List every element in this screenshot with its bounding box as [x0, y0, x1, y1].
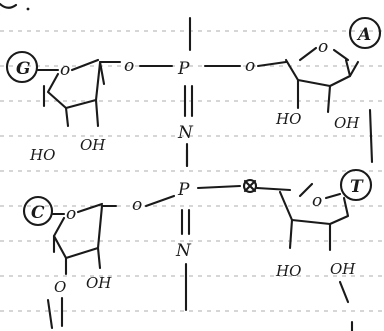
svg-text:OH: OH	[334, 114, 360, 132]
base-a-label: A	[348, 16, 382, 50]
ruled-lines	[0, 30, 384, 312]
bottom-dinucleotide: C o O OH o P	[22, 148, 373, 331]
bottom-nitrogen: N	[175, 241, 192, 312]
svg-text:N: N	[175, 241, 192, 261]
svg-text:o: o	[318, 37, 328, 57]
bottom-phosphate: P	[177, 148, 191, 236]
top-left-ester-link: o	[124, 56, 174, 76]
bottom-left-ester-link: o	[132, 194, 176, 215]
top-left-hydroxyls: HO OH	[29, 136, 106, 164]
top-dinucleotide: G o HO OH o P	[5, 16, 382, 168]
svg-text:C: C	[31, 203, 45, 223]
top-phosphate: P	[177, 16, 194, 118]
top-left-sugar-ring: o	[36, 58, 122, 128]
svg-text:HO: HO	[275, 262, 301, 280]
svg-text:OH: OH	[86, 274, 112, 292]
base-c-label: C	[22, 195, 54, 227]
svg-text:o: o	[66, 204, 76, 224]
svg-text:o: o	[245, 56, 255, 76]
svg-text:N: N	[177, 123, 194, 143]
bottom-right-sugar-ring: o	[278, 182, 350, 252]
svg-text:P: P	[177, 59, 190, 79]
svg-text:HO: HO	[275, 110, 301, 128]
top-nitrogen: N	[177, 123, 194, 168]
svg-text:T: T	[350, 177, 364, 197]
svg-text:o: o	[312, 191, 322, 211]
top-right-ester-link: o	[203, 56, 288, 76]
bottom-right-hydroxyls: HO OH	[275, 260, 356, 304]
top-right-hydroxyls: HO OH	[275, 108, 374, 164]
base-t-label: T	[339, 168, 373, 202]
svg-text:o: o	[132, 195, 142, 215]
svg-text:A: A	[356, 25, 371, 45]
svg-text:o: o	[124, 56, 134, 76]
svg-text:OH: OH	[80, 136, 106, 154]
svg-text:HO: HO	[29, 146, 55, 164]
svg-text:G: G	[16, 59, 31, 79]
stray-pen-mark	[0, 2, 30, 11]
base-g-label: G	[5, 50, 39, 84]
svg-text:O: O	[54, 278, 66, 296]
bottom-left-sugar-ring: o	[51, 202, 118, 276]
svg-text:o: o	[60, 60, 70, 80]
bottom-right-ester-link	[196, 178, 292, 194]
bottom-left-hydroxyls: O OH	[46, 274, 112, 330]
svg-text:P: P	[177, 180, 190, 200]
top-right-sugar-ring: o	[284, 37, 360, 114]
svg-text:OH: OH	[330, 260, 356, 278]
